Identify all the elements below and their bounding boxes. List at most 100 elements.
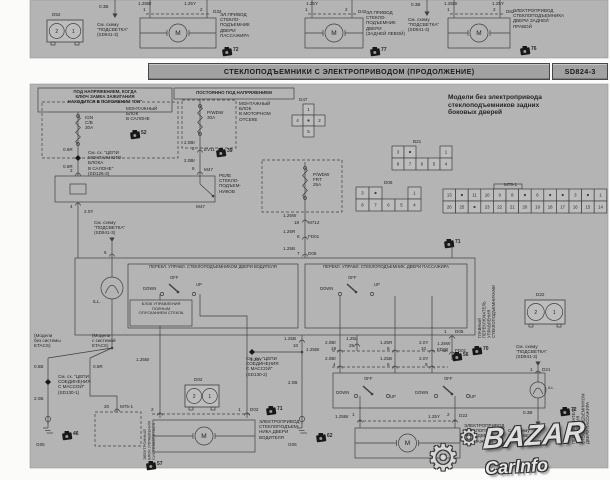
photo-ref-icon-top	[132, 130, 137, 134]
connector-label: FD01	[455, 348, 467, 353]
ground-label: G05	[36, 442, 45, 447]
connector-D22-view	[524, 299, 566, 325]
pin-number: 2	[493, 7, 496, 12]
pin-marker	[336, 349, 344, 353]
motor-letter: M	[405, 440, 410, 447]
schema-ref: См. схему "ПОДСВЕТКА" (SD941-3)	[508, 428, 540, 444]
motor-letter: M	[201, 433, 206, 440]
wire-label: 1.25Br	[138, 1, 152, 6]
switch-passenger-door-2	[442, 385, 453, 395]
fuse-terminal	[303, 196, 307, 200]
connector-label: M712	[308, 220, 320, 225]
switch-pos: DOWN	[415, 390, 429, 395]
wire-label: 0.5R	[63, 147, 73, 152]
connector-label: D02	[250, 407, 259, 412]
photo-ref-number: 46	[73, 431, 79, 437]
photo-ref-icon-lens	[319, 437, 323, 440]
connector-pin	[526, 303, 545, 321]
wire-label: 2.0Br	[184, 158, 195, 163]
switch-pos: OFF	[348, 275, 357, 280]
connector-cell	[593, 200, 608, 214]
pin-marker	[298, 339, 306, 343]
note-box-battery	[173, 87, 295, 100]
contact-dot	[211, 194, 215, 198]
driver-switch-section	[127, 263, 299, 329]
connector-label: M47	[196, 204, 205, 209]
pin-number: 1	[305, 7, 308, 12]
photo-ref-number: 52	[141, 130, 147, 136]
pin-marker	[243, 412, 251, 416]
switch-driver-window	[168, 283, 179, 293]
wire-label: 1.25Br	[444, 1, 458, 6]
connector-cell	[313, 114, 326, 127]
wire-label: 1.25Y	[184, 1, 197, 6]
pin-number: 1	[238, 407, 241, 412]
title-bar: СТЕКЛОПОДЪЕМНИКИ С ЭЛЕКТРОПРИВОДОМ (ПРОД…	[148, 63, 608, 80]
wire-label: 1.25Br	[306, 347, 320, 352]
cell-number: 14	[598, 205, 603, 210]
photo-ref-icon-top	[218, 148, 223, 152]
motor-symbol	[168, 23, 188, 43]
wire-label: 1.25Y	[428, 414, 441, 419]
wire-label: 1.25B	[283, 246, 296, 251]
schema-ref: См. схему "ПОДСВЕТКА" (SD941-3)	[408, 17, 440, 33]
wire-label: 2.0Br	[184, 140, 195, 145]
blocked-cell-dot	[473, 205, 476, 209]
switch-contact	[354, 394, 358, 398]
pin-number: 2	[151, 407, 154, 412]
connector-pin	[201, 388, 218, 404]
block-label: МОНТАЖНЫЙ БЛОК В САЛОНЕ	[126, 106, 158, 122]
arrow	[535, 361, 541, 366]
engine-bay-fuse-block	[181, 99, 237, 149]
fuse-terminal	[198, 104, 202, 108]
cell-number: 18	[548, 205, 553, 210]
blocked-cell-dot	[374, 191, 377, 195]
blocked-cell-dot	[460, 193, 463, 197]
wire-label: 1.25L	[346, 336, 358, 341]
switch-contact	[370, 292, 374, 296]
switch-contact	[386, 394, 390, 398]
etacs-unit	[94, 411, 142, 447]
switch-pos: DOWN	[143, 286, 157, 291]
wire-label: 2.0Y	[84, 209, 94, 214]
connector-label: D47	[299, 97, 308, 102]
photo-ref-icon-top	[372, 47, 377, 51]
pin-number: 2	[192, 146, 195, 151]
switch-contact	[338, 292, 342, 296]
blocked-cell-dot	[408, 150, 412, 154]
connector-tab	[188, 406, 194, 411]
pin-number: 6	[104, 250, 107, 255]
photo-ref-icon-lens	[475, 350, 479, 353]
schema-ref: См. схему "ПОДСВЕТКА" (SD941-3)	[94, 220, 126, 236]
pin-number: 2	[70, 168, 73, 173]
passenger-switch-vertical-label: ПЕРЕКЛЮЧАТЕЛЬ УПРАВЛЕНИЯ СТЕКЛОПОДЪЕМНИК…	[571, 393, 591, 444]
pin-number: 1	[208, 394, 211, 400]
switch-pos: OFF	[364, 376, 373, 381]
relay-coil	[69, 183, 87, 195]
cell-number: 9	[499, 193, 502, 198]
fuse-label: IGN C/B 30A	[85, 115, 94, 131]
pin-marker	[108, 253, 116, 257]
right-note: Модели без электропривода стеклоподъемни…	[448, 94, 542, 117]
pin-marker	[156, 412, 164, 416]
motor-symbol	[469, 23, 489, 43]
fuse-pwdw-30a	[197, 105, 203, 135]
photo-ref-icon-top	[318, 433, 323, 437]
connector-label: D22	[459, 413, 468, 418]
cell-number: 20	[523, 205, 528, 210]
cell-number: 6	[536, 193, 539, 198]
blocked-cell-dot	[523, 193, 527, 197]
cell-number: 8	[511, 193, 514, 198]
photo-ref-icon-top	[474, 346, 479, 350]
wire-label: 2.0Br	[325, 340, 336, 345]
photo-ref-number: 72	[571, 407, 577, 413]
ground-label: G05	[288, 442, 297, 447]
passenger-switch-section	[304, 263, 468, 329]
connector-label: D05	[308, 251, 317, 256]
cell-number: 17	[560, 205, 565, 210]
wire-label: 0.3B	[99, 4, 109, 9]
photo-ref-icon-top	[224, 47, 229, 51]
wire-label: 2.0B	[288, 380, 298, 385]
pin-number: 4	[70, 204, 73, 209]
